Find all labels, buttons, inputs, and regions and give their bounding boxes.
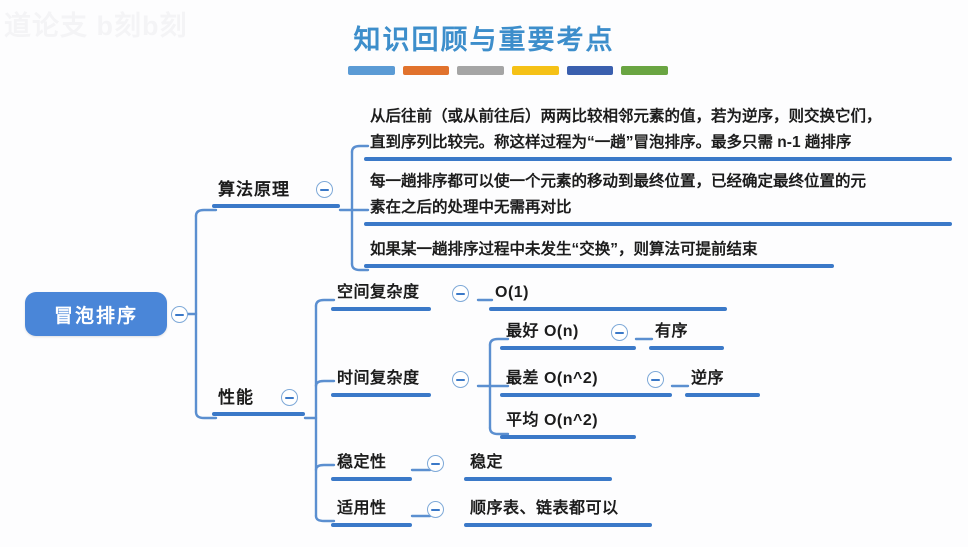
watermark: 道论支 b刻b刻 xyxy=(4,11,188,41)
bar-green xyxy=(621,66,669,75)
topic-worst-case-detail-label: 逆序 xyxy=(691,370,725,387)
topic-principle-3-line1: 如果某一趟排序过程中未发生“交换”，则算法可提前结束 xyxy=(370,241,758,258)
underline xyxy=(212,412,305,417)
underline xyxy=(331,476,412,481)
topic-best-case-detail-label: 有序 xyxy=(655,323,689,340)
page-title: 知识回顾与重要考点 xyxy=(353,25,615,55)
topic-stability-value[interactable]: 稳定 xyxy=(464,452,612,481)
branch-algorithm-principle[interactable]: 算法原理 xyxy=(212,178,340,209)
underline xyxy=(331,522,412,527)
topic-stability[interactable]: 稳定性 xyxy=(331,452,412,481)
minus-circle-icon-performance[interactable] xyxy=(281,389,298,406)
topic-space-complexity-label: 空间复杂度 xyxy=(337,284,420,301)
bar-yellow xyxy=(512,66,559,75)
topic-best-case-label: 最好 O(n) xyxy=(506,323,579,340)
topic-applicability-label: 适用性 xyxy=(337,500,387,517)
topic-space-complexity-value-label: O(1) xyxy=(495,284,529,301)
underline xyxy=(649,345,724,350)
topic-average-case-label: 平均 O(n^2) xyxy=(506,412,599,429)
underline xyxy=(364,264,834,269)
minus-circle-icon-applicability[interactable] xyxy=(427,501,444,518)
topic-time-complexity-label: 时间复杂度 xyxy=(337,370,420,387)
underline xyxy=(331,392,431,397)
minus-circle-icon-space-complexity[interactable] xyxy=(452,285,469,302)
topic-applicability[interactable]: 适用性 xyxy=(331,498,412,527)
topic-best-case-detail[interactable]: 有序 xyxy=(649,321,724,350)
topic-average-case[interactable]: 平均 O(n^2) xyxy=(500,410,636,439)
underline xyxy=(464,522,652,527)
branch-performance-label: 性能 xyxy=(218,388,254,407)
topic-principle-2-line2: 素在之后的处理中无需再对比 xyxy=(370,199,572,217)
underline xyxy=(500,392,672,397)
bar-orange xyxy=(402,66,450,75)
underline xyxy=(364,157,952,162)
underline xyxy=(364,222,952,227)
topic-best-case[interactable]: 最好 O(n) xyxy=(500,321,636,350)
underline xyxy=(500,345,636,350)
branch-performance[interactable]: 性能 xyxy=(212,386,305,417)
bar-dark-blue xyxy=(566,66,614,75)
underline xyxy=(464,476,612,481)
minus-circle-icon-algorithm-principle[interactable] xyxy=(316,181,333,198)
topic-time-complexity[interactable]: 时间复杂度 xyxy=(331,368,431,397)
topic-stability-value-label: 稳定 xyxy=(470,454,504,471)
topic-worst-case-detail[interactable]: 逆序 xyxy=(685,368,760,397)
topic-stability-label: 稳定性 xyxy=(337,454,387,471)
underline xyxy=(331,306,431,311)
minus-circle-icon-root[interactable] xyxy=(171,306,188,323)
topic-space-complexity[interactable]: 空间复杂度 xyxy=(331,282,431,311)
topic-principle-2-line1: 每一趟排序都可以使一个元素的移动到最终位置，已经确定最终位置的元 xyxy=(370,173,867,190)
underline xyxy=(500,434,636,439)
title-decoration-bars xyxy=(348,66,669,75)
topic-principle-1-line1: 从后往前（或从前往后）两两比较相邻元素的值，若为逆序，则交换它们， xyxy=(370,108,882,125)
branch-algorithm-principle-label: 算法原理 xyxy=(218,180,290,199)
minus-circle-icon-stability[interactable] xyxy=(427,455,444,472)
bar-gray xyxy=(457,66,505,75)
underline xyxy=(685,392,760,397)
underline xyxy=(489,306,727,311)
topic-worst-case[interactable]: 最差 O(n^2) xyxy=(500,368,672,397)
minus-circle-icon-best-case[interactable] xyxy=(611,324,628,341)
topic-applicability-value-label: 顺序表、链表都可以 xyxy=(470,500,619,517)
topic-space-complexity-value[interactable]: O(1) xyxy=(489,282,727,311)
bar-light-blue xyxy=(348,66,395,75)
root-node[interactable]: 冒泡排序 xyxy=(25,292,167,336)
topic-principle-3[interactable]: 如果某一趟排序过程中未发生“交换”，则算法可提前结束 xyxy=(364,238,834,269)
minus-circle-icon-time-complexity[interactable] xyxy=(452,371,469,388)
underline xyxy=(212,204,340,209)
topic-principle-2[interactable]: 每一趟排序都可以使一个元素的移动到最终位置，已经确定最终位置的元 素在之后的处理… xyxy=(364,170,952,227)
minus-circle-icon-worst-case[interactable] xyxy=(647,371,664,388)
topic-principle-1[interactable]: 从后往前（或从前往后）两两比较相邻元素的值，若为逆序，则交换它们， 直到序列比较… xyxy=(364,105,952,162)
topic-principle-1-line2: 直到序列比较完。称这样过程为“一趟”冒泡排序。最多只需 n-1 趟排序 xyxy=(370,134,852,152)
topic-worst-case-label: 最差 O(n^2) xyxy=(506,370,599,387)
topic-applicability-value[interactable]: 顺序表、链表都可以 xyxy=(464,498,652,527)
